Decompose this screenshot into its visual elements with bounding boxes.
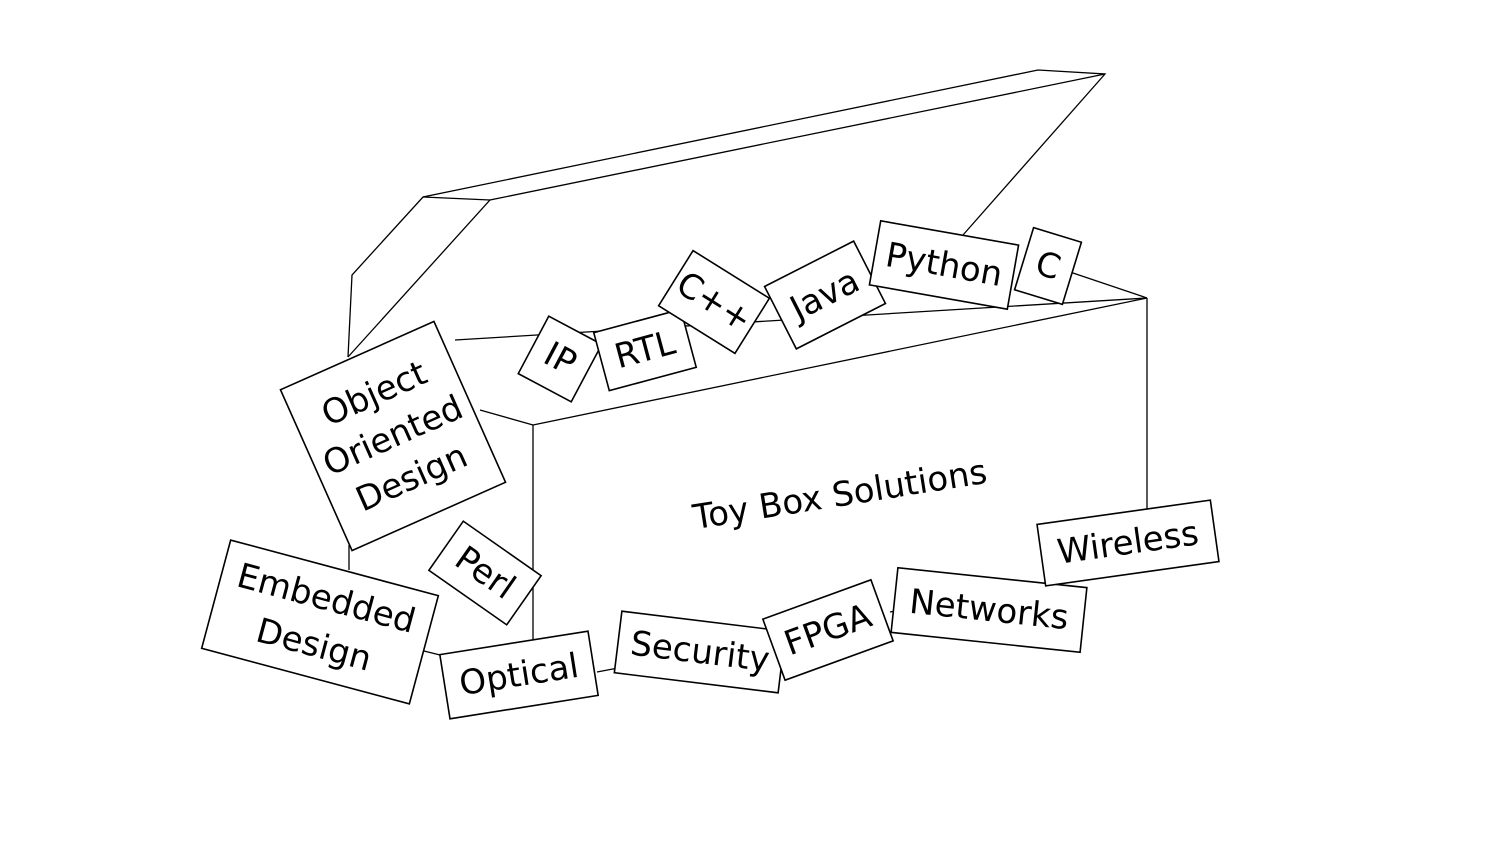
- card-fpga: FPGA: [761, 578, 895, 682]
- box-lid: [347, 69, 1107, 358]
- box-front-top-edge: [532, 297, 1148, 426]
- box-title: Toy Box Solutions: [689, 452, 990, 538]
- card-frame: [763, 240, 887, 350]
- box-left-top-edge: [479, 409, 534, 426]
- card-java: Java: [763, 240, 887, 350]
- card-frame: [868, 219, 1020, 311]
- card-rtl: RTL: [592, 308, 698, 392]
- card-python: Python: [868, 219, 1020, 311]
- card-frame: [592, 308, 698, 392]
- card-frame: [517, 315, 603, 403]
- card-perl: Perl: [427, 520, 543, 626]
- card-optical: Optical: [438, 630, 600, 720]
- card-frame: [890, 566, 1088, 654]
- card-frame: [279, 320, 507, 552]
- card-c: C: [1013, 226, 1083, 306]
- lid-edge: [422, 196, 491, 201]
- card-frame: [657, 249, 771, 355]
- box-right-top-edge: [1069, 271, 1148, 299]
- card-wireless: Wireless: [1036, 499, 1220, 587]
- lid-outline: [347, 69, 1107, 358]
- card-frame: [438, 630, 600, 720]
- card-frame: [761, 578, 895, 682]
- card-networks: Networks: [890, 566, 1088, 654]
- card-frame: [200, 539, 440, 705]
- card-frame: [1013, 226, 1083, 306]
- card-ip: IP: [517, 315, 603, 403]
- card-security: Security: [613, 610, 787, 694]
- card-frame: [427, 520, 543, 626]
- card-frame: [1036, 499, 1220, 587]
